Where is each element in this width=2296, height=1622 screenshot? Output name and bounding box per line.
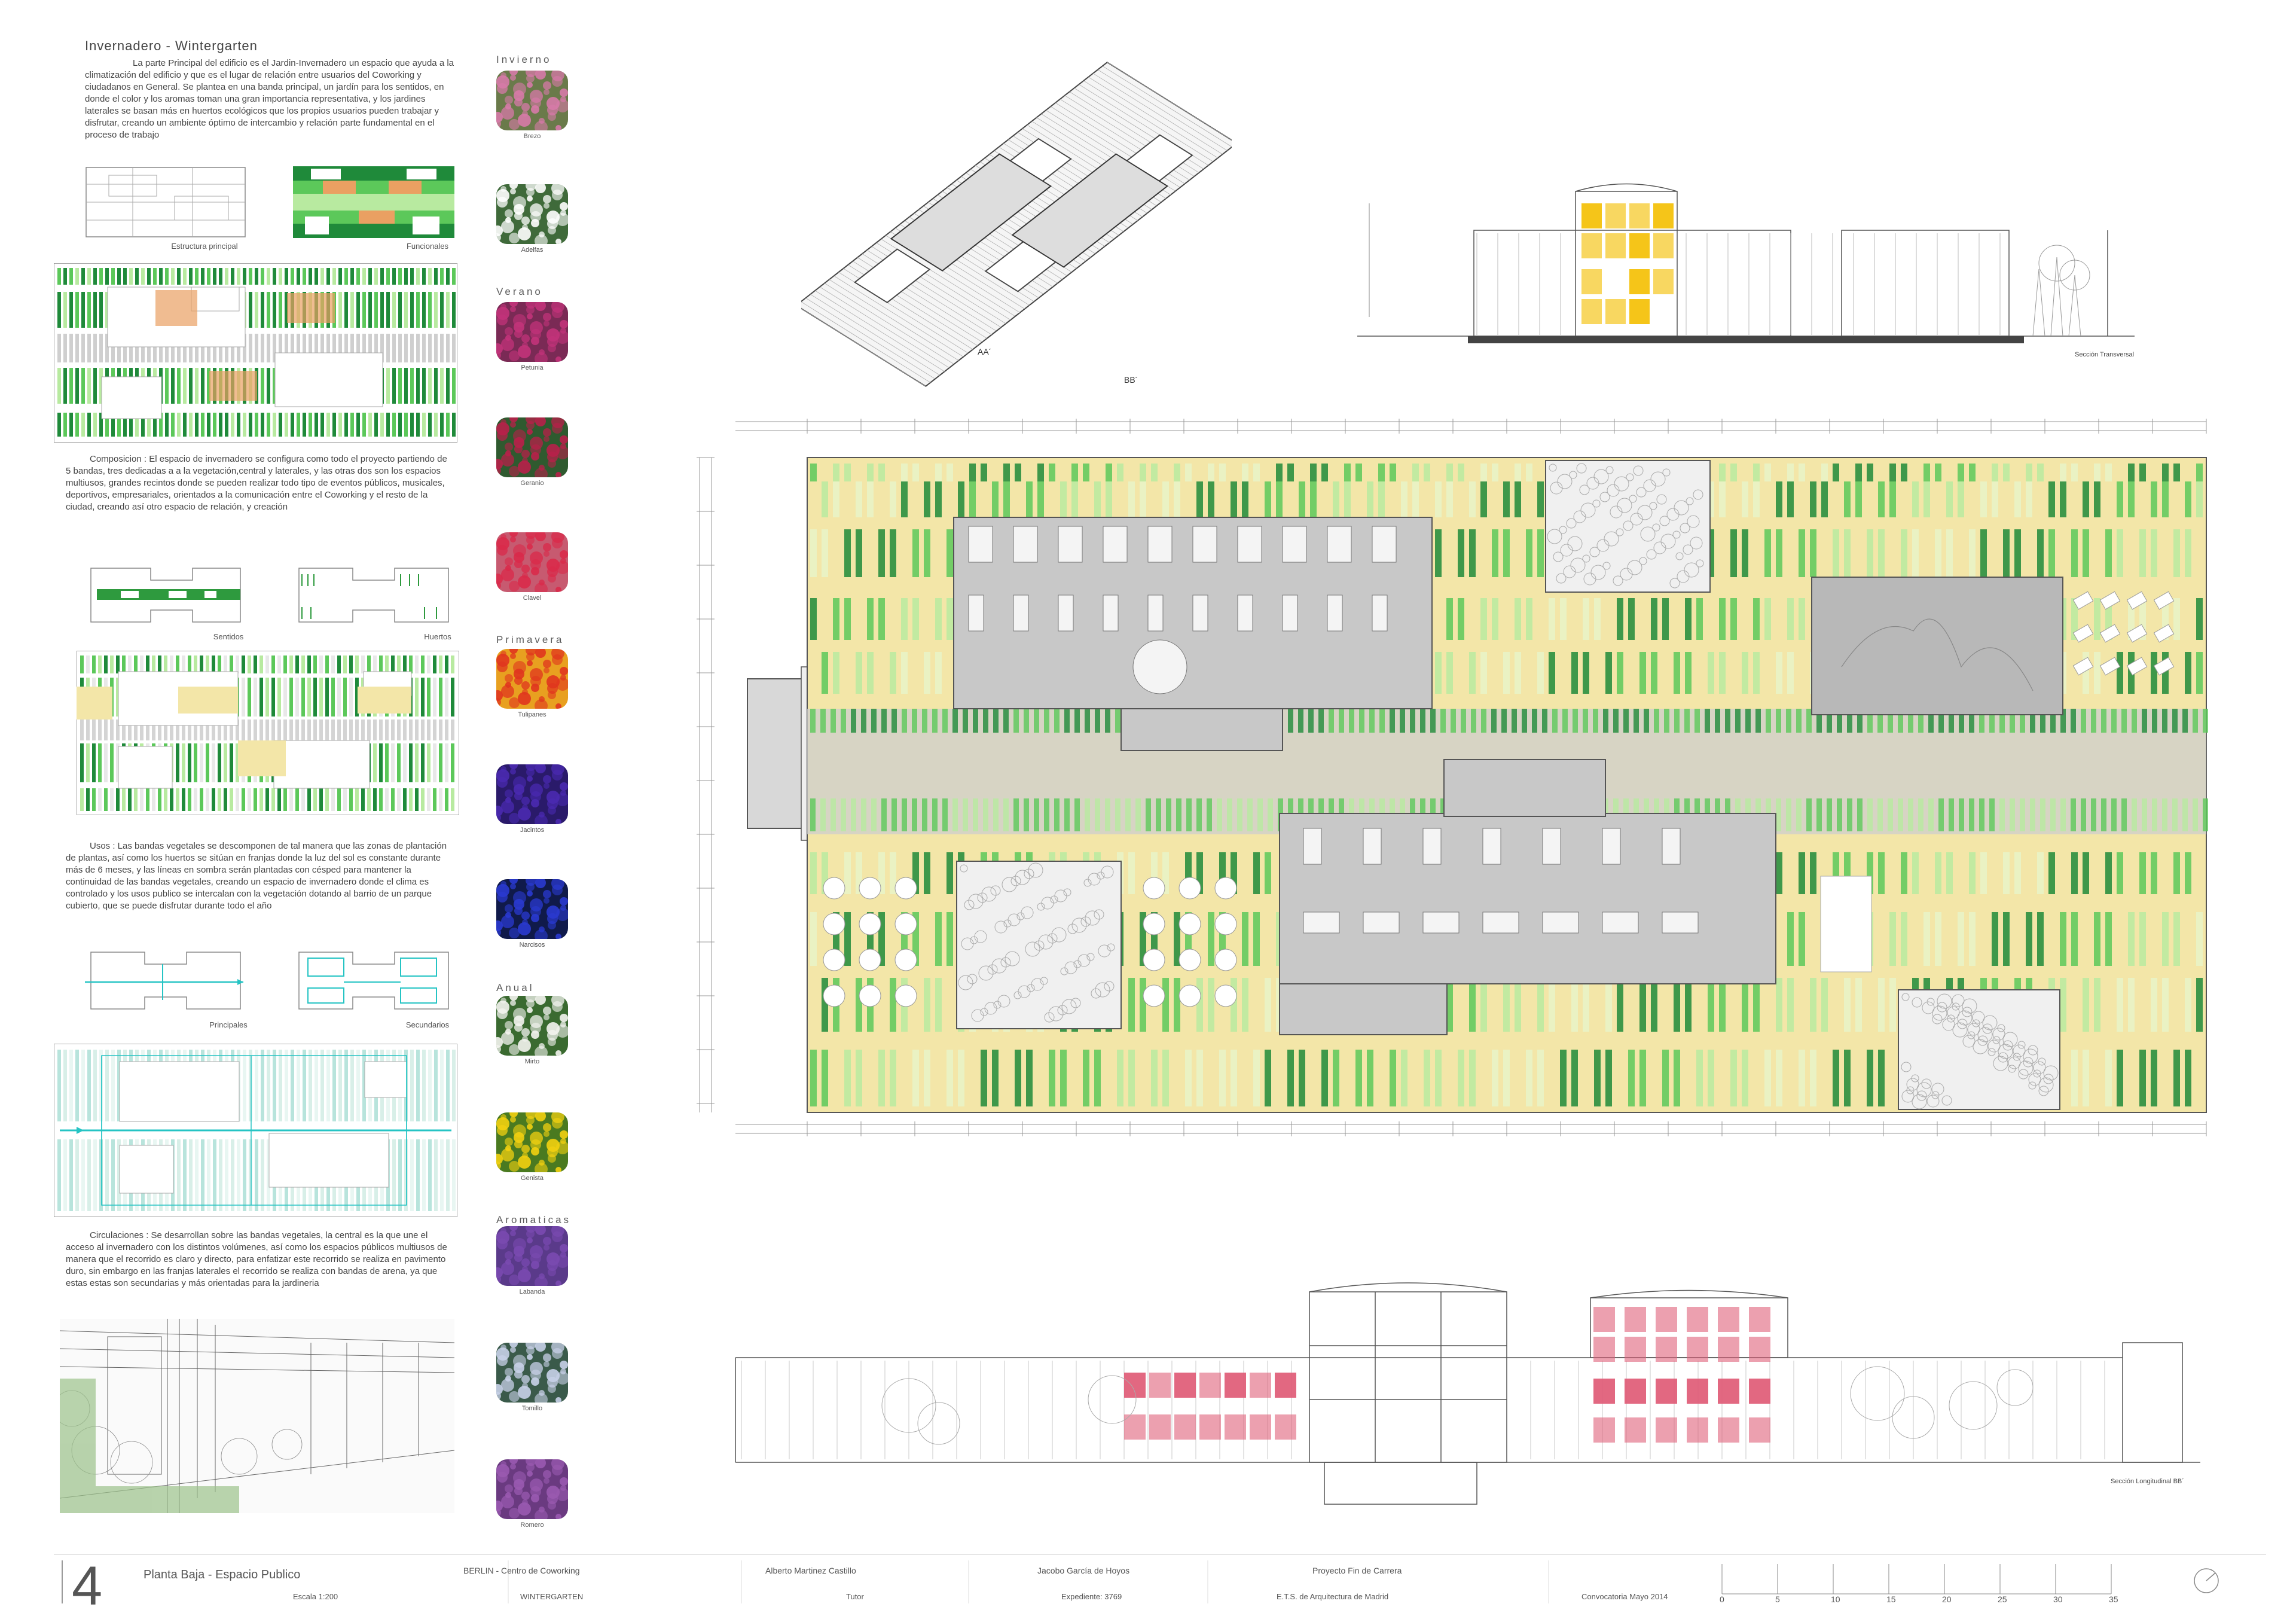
convocatoria: Convocatoria Mayo 2014 bbox=[1581, 1592, 1668, 1601]
project-subtitle: WINTERGARTEN bbox=[520, 1592, 584, 1601]
plant-photo-2 bbox=[496, 302, 568, 362]
plant-caption-6: Jacintos bbox=[520, 827, 545, 834]
plant-photo-0 bbox=[496, 71, 568, 130]
plan-scale: Escala 1:200 bbox=[293, 1592, 338, 1601]
plant-caption-11: Tomillo bbox=[521, 1405, 543, 1412]
plant-caption-9: Genista bbox=[521, 1175, 544, 1182]
scale-tick-35: 35 bbox=[2109, 1594, 2118, 1604]
main-floor-plan bbox=[697, 419, 2208, 1136]
composicion-text: Composicion : El espacio de invernadero … bbox=[66, 454, 447, 512]
axonometric-drawing: AA´ BB´ bbox=[801, 61, 1232, 388]
scale-tick-15: 15 bbox=[1886, 1594, 1896, 1604]
scale-tick-25: 25 bbox=[1998, 1594, 2007, 1604]
scale-tick-5: 5 bbox=[1775, 1594, 1780, 1604]
plant-caption-0: Brezo bbox=[523, 133, 541, 140]
huertos-diagram bbox=[298, 568, 449, 623]
label-seccion-transversal: Sección Transversal AA´ bbox=[2075, 351, 2135, 358]
plant-photo-1 bbox=[496, 184, 568, 244]
label-seccion-longitudinal: Sección Longitudinal BB´ bbox=[2111, 1478, 2184, 1485]
plan-title: Planta Baja - Espacio Publico bbox=[144, 1568, 301, 1581]
plant-caption-5: Tulipanes bbox=[518, 711, 546, 718]
caption-principales: Principales bbox=[209, 1020, 248, 1029]
plant-photo-7 bbox=[496, 879, 568, 939]
plant-photo-10 bbox=[496, 1226, 568, 1286]
section-bb-drawing: Sección Longitudinal BB´ bbox=[735, 1282, 2200, 1505]
perspective-sketch bbox=[60, 1319, 454, 1513]
tutor-name: Jacobo García de Hoyos bbox=[1037, 1566, 1130, 1575]
circulaciones-text: Circulaciones : Se desarrollan sobre las… bbox=[66, 1230, 447, 1288]
plant-caption-8: Mirto bbox=[524, 1058, 540, 1065]
scale-tick-20: 20 bbox=[1942, 1594, 1952, 1604]
plant-caption-4: Clavel bbox=[523, 594, 542, 602]
scale-tick-30: 30 bbox=[2053, 1594, 2063, 1604]
circulaciones-plan-diagram bbox=[54, 1044, 457, 1217]
plant-photo-12 bbox=[496, 1459, 568, 1519]
season-invierno: Invierno bbox=[496, 54, 552, 65]
school-name: E.T.S. de Arquitectura de Madrid bbox=[1277, 1592, 1389, 1601]
funcionales-diagram bbox=[293, 166, 454, 238]
plant-photo-4 bbox=[496, 532, 568, 592]
season-primavera: Primavera bbox=[496, 634, 564, 645]
plant-photo-9 bbox=[496, 1112, 568, 1172]
sheet-number: 4 bbox=[72, 1556, 103, 1617]
estructura-diagram bbox=[86, 167, 246, 237]
season-anual: Anual bbox=[496, 982, 535, 993]
scale-tick-0: 0 bbox=[1720, 1594, 1724, 1604]
season-verano: Verano bbox=[496, 286, 543, 297]
pfc-label: Proyecto Fin de Carrera bbox=[1312, 1566, 1402, 1575]
plant-caption-12: Romero bbox=[520, 1522, 544, 1529]
sentidos-diagram bbox=[90, 568, 241, 623]
footer-rule bbox=[54, 1554, 2266, 1603]
caption-huertos: Huertos bbox=[424, 632, 451, 641]
plant-caption-7: Narcisos bbox=[519, 941, 545, 949]
plant-photo-3 bbox=[496, 417, 568, 477]
plant-photo-6 bbox=[496, 764, 568, 824]
label-aa: AA´ bbox=[978, 347, 991, 356]
plant-photo-5 bbox=[496, 649, 568, 709]
intro-text: La parte Principal del edificio es el Ja… bbox=[85, 58, 454, 140]
usos-text: Usos : Las bandas vegetales se descompon… bbox=[66, 841, 447, 911]
label-bb: BB´ bbox=[1124, 375, 1138, 385]
caption-sentidos: Sentidos bbox=[213, 632, 244, 641]
sentidos-plan-diagram bbox=[77, 651, 459, 815]
principales-diagram bbox=[85, 952, 243, 1010]
season-aromaticas: Aromaticas bbox=[496, 1214, 572, 1225]
scale-tick-10: 10 bbox=[1831, 1594, 1840, 1604]
plant-caption-1: Adelfas bbox=[521, 246, 544, 254]
tutor-label: Tutor bbox=[846, 1592, 864, 1601]
secundarios-diagram bbox=[298, 952, 449, 1010]
plant-caption-3: Geranio bbox=[520, 480, 544, 487]
section-aa-drawing: Sección Transversal AA´ bbox=[1357, 183, 2135, 358]
plant-caption-2: Petunia bbox=[521, 364, 544, 371]
plant-photo-8 bbox=[496, 996, 568, 1056]
bandas-plan-diagram bbox=[54, 263, 457, 443]
author-name: Alberto Martinez Castillo bbox=[765, 1566, 856, 1575]
page-heading: Invernadero - Wintergarten bbox=[85, 38, 258, 53]
caption-secundarios: Secundarios bbox=[405, 1020, 450, 1029]
caption-estructura: Estructura principal bbox=[171, 242, 238, 251]
caption-funcionales: Funcionales bbox=[406, 242, 449, 251]
plant-caption-10: Labanda bbox=[519, 1288, 545, 1295]
plant-photo-11 bbox=[496, 1343, 568, 1403]
expediente: Expediente: 3769 bbox=[1061, 1592, 1122, 1601]
project-name: BERLIN - Centro de Coworking bbox=[463, 1566, 580, 1575]
